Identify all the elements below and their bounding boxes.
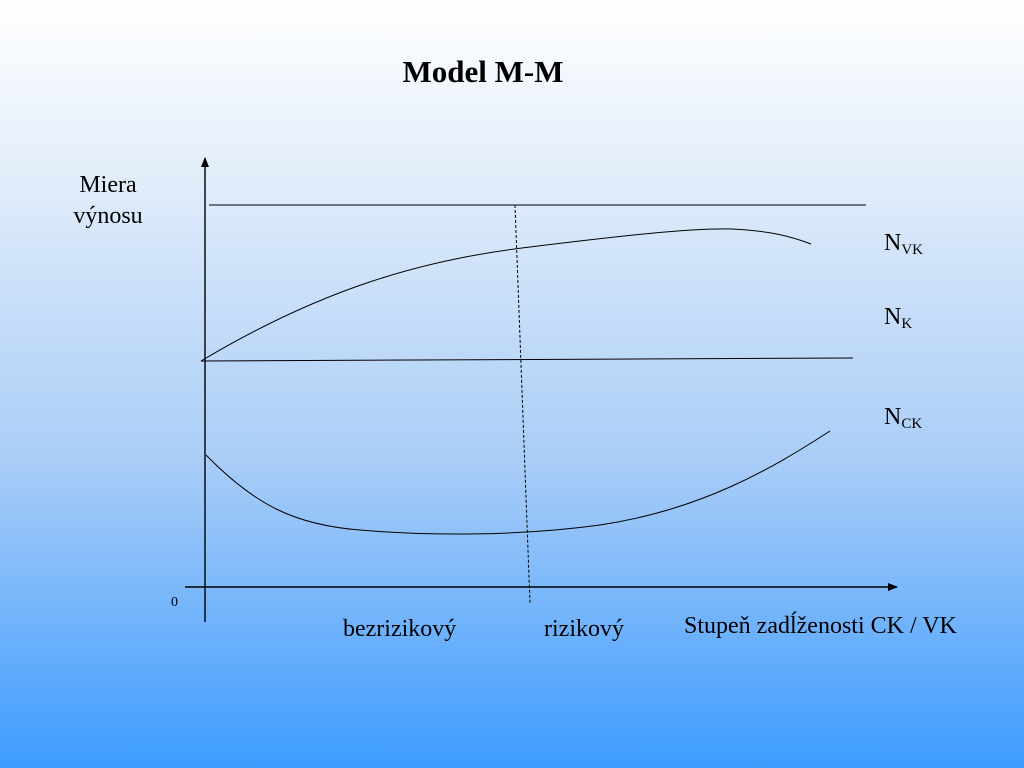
curve-label-nck: NCK <box>884 402 922 439</box>
curve-label-nk-sub: K <box>901 316 913 332</box>
slide-title: Model M-M <box>402 54 564 89</box>
curve-label-nck-base: N <box>884 404 902 430</box>
curve-label-nk: NK <box>884 302 912 339</box>
region-risky-label: rizikový <box>544 616 624 642</box>
origin-label: 0 <box>171 595 178 610</box>
y-axis-label: Miera výnosu <box>56 170 160 232</box>
curve-label-nk-base: N <box>884 304 902 330</box>
curve-label-nvk: NVK <box>884 228 923 265</box>
curve-nvk <box>200 228 812 362</box>
region-riskless-label: bezrizikový <box>343 616 457 642</box>
y-axis-label-line1: Miera <box>79 172 137 198</box>
risk-boundary-line <box>514 204 531 604</box>
x-axis-label: Stupeň zadĺženosti CK / VK <box>684 613 957 639</box>
curve-label-nvk-base: N <box>884 230 902 256</box>
y-axis-label-line2: výnosu <box>73 203 143 229</box>
curve-nck <box>205 430 831 535</box>
curve-nk <box>200 357 854 362</box>
curve-label-nvk-sub: VK <box>901 242 924 258</box>
curve-label-nck-sub: CK <box>901 416 923 432</box>
